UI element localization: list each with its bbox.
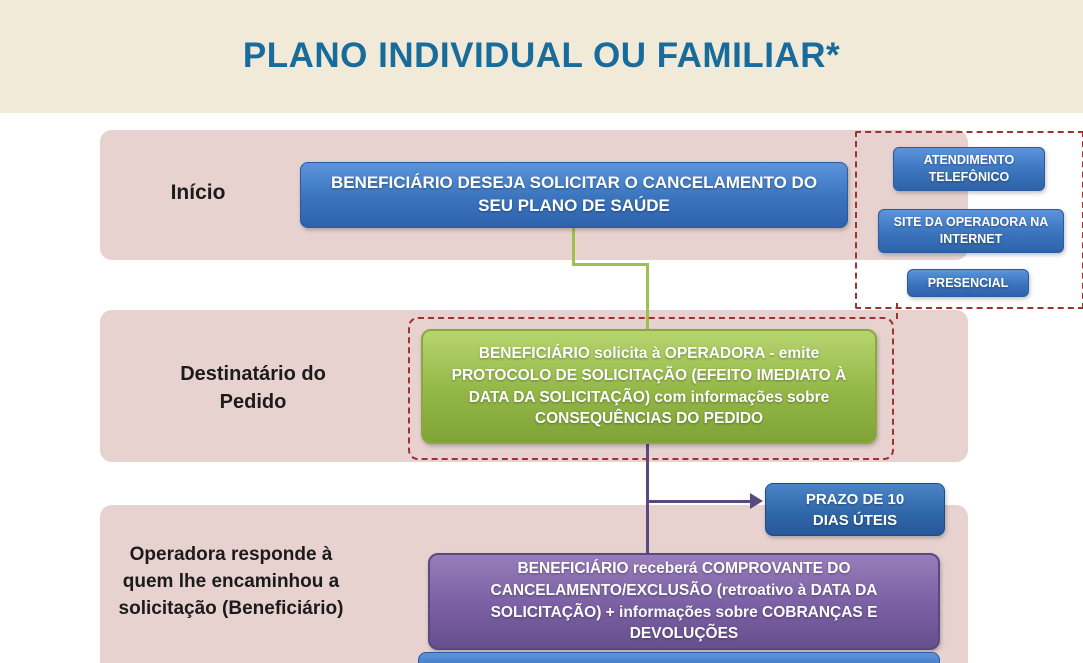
protocolo-dashed-frame [408,317,894,460]
connector-green-vertical-1 [572,228,575,266]
connector-green-vertical-2 [646,263,649,331]
channels-dashed-connector [896,303,898,319]
comprovante-box: BENEFICIÁRIO receberá COMPROVANTE DO CAN… [428,553,940,650]
arrow-right-icon [750,493,763,509]
connector-green-horizontal [572,263,649,266]
channel-site-operadora: SITE DA OPERADORA NA INTERNET [878,209,1064,253]
row-destinatario-label: Destinatário do Pedido [180,363,326,413]
row-inicio-label: Início [170,181,226,204]
channel-presencial: PRESENCIAL [907,269,1029,297]
row-resposta-label: Operadora responde à quem lhe encaminhou… [118,544,344,619]
deadline-box: PRAZO DE 10 DIAS ÚTEIS [765,483,945,536]
connector-purple-vertical [646,444,649,554]
next-step-box-partial [418,652,940,663]
channel-atendimento-telefonico: ATENDIMENTO TELEFÔNICO [893,147,1045,191]
connector-purple-branch [646,500,752,503]
inicio-request-box: BENEFICIÁRIO DESEJA SOLICITAR O CANCELAM… [300,162,848,228]
page-title: PLANO INDIVIDUAL OU FAMILIAR* [242,36,841,75]
protocolo-box: BENEFICIÁRIO solicita à OPERADORA - emit… [421,329,877,444]
header-band: PLANO INDIVIDUAL OU FAMILIAR* [0,0,1083,113]
